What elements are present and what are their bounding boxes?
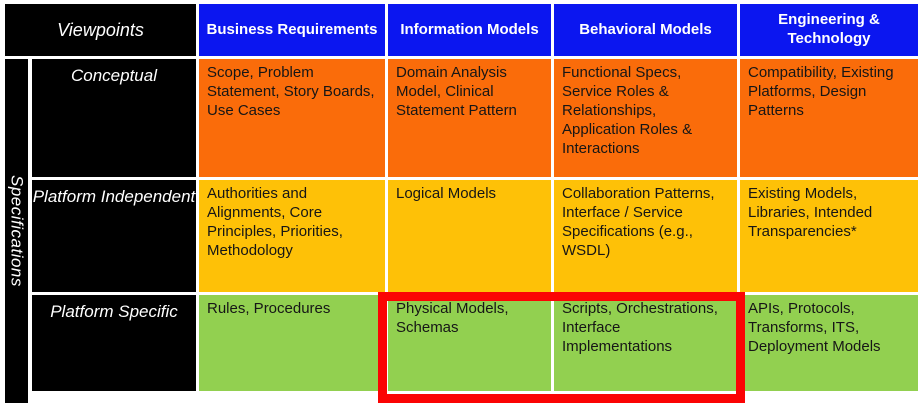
column-header-information-models: Information Models: [388, 4, 551, 56]
row-label-platform-specific: Platform Specific: [32, 295, 196, 391]
matrix-grid: Viewpoints Business Requirements Informa…: [5, 4, 918, 391]
cell-specific-behavioral: Scripts, Orchestrations, Interface Imple…: [554, 295, 737, 391]
cell-conceptual-behavioral: Functional Specs, Service Roles & Relati…: [554, 59, 737, 177]
cell-independent-behavioral: Collaboration Patterns, Interface / Serv…: [554, 180, 737, 292]
column-header-behavioral-models: Behavioral Models: [554, 4, 737, 56]
column-header-engineering-technology: Engineering & Technology: [740, 4, 918, 56]
cell-specific-engineering: APIs, Protocols, Transforms, ITS, Deploy…: [740, 295, 918, 391]
cell-specific-information: Physical Models, Schemas: [388, 295, 551, 391]
specifications-axis-label: Specifications: [7, 175, 27, 287]
row-label-conceptual: Conceptual: [32, 59, 196, 177]
cell-conceptual-engineering: Compatibility, Existing Platforms, Desig…: [740, 59, 918, 177]
cell-conceptual-business: Scope, Problem Statement, Story Boards, …: [199, 59, 385, 177]
viewpoints-corner-header: Viewpoints: [5, 4, 196, 56]
row-label-platform-independent: Platform Independent: [32, 180, 196, 292]
cell-specific-business: Rules, Procedures: [199, 295, 385, 391]
cell-independent-engineering: Existing Models, Libraries, Intended Tra…: [740, 180, 918, 292]
specifications-axis-bar: Specifications: [5, 59, 28, 403]
cell-independent-information: Logical Models: [388, 180, 551, 292]
column-header-business-requirements: Business Requirements: [199, 4, 385, 56]
cell-conceptual-information: Domain Analysis Model, Clinical Statemen…: [388, 59, 551, 177]
cell-independent-business: Authorities and Alignments, Core Princip…: [199, 180, 385, 292]
